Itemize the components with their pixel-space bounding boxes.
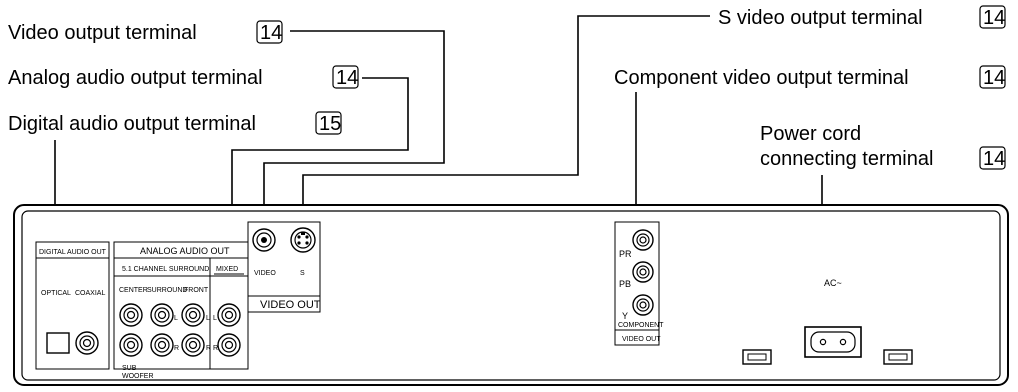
center-jack[interactable] bbox=[119, 303, 143, 327]
page-ref-analog-audio: 14 bbox=[336, 67, 358, 89]
mixed-l-jack[interactable] bbox=[217, 303, 241, 327]
label-r: R bbox=[206, 345, 211, 352]
component-section bbox=[614, 221, 660, 346]
leader-video bbox=[263, 30, 445, 230]
page-ref-s-video: 14 bbox=[983, 7, 1005, 29]
label-s: S bbox=[300, 270, 305, 277]
digital-audio-section bbox=[35, 241, 110, 370]
label-r: R bbox=[174, 345, 179, 352]
surround-r-jack[interactable] bbox=[150, 333, 174, 357]
label-video: VIDEO bbox=[254, 270, 276, 277]
page-ref-digital-audio: 15 bbox=[319, 113, 341, 135]
callout-analog-audio: Analog audio output terminal bbox=[8, 67, 263, 89]
pb-jack[interactable] bbox=[632, 261, 654, 283]
optical-port[interactable] bbox=[46, 332, 70, 354]
chassis-foot-left bbox=[742, 349, 772, 365]
label-sub: SUB bbox=[122, 365, 137, 372]
label-front: FRONT bbox=[184, 287, 209, 294]
ac-inlet[interactable] bbox=[804, 326, 862, 358]
callout-video-output: Video output terminal bbox=[8, 22, 197, 44]
chassis-inner bbox=[21, 210, 1001, 381]
leader-analog-audio bbox=[231, 77, 409, 285]
callout-digital-audio: Digital audio output terminal bbox=[8, 113, 256, 135]
page-ref-power: 14 bbox=[983, 148, 1005, 170]
label-digital-audio-out: DIGITAL AUDIO OUT bbox=[39, 249, 107, 256]
label-woofer: WOOFER bbox=[122, 373, 154, 380]
label-l: L bbox=[206, 315, 210, 322]
label-surround: SURROUND bbox=[147, 287, 187, 294]
label-component: COMPONENT bbox=[618, 322, 664, 329]
page-ref-box bbox=[315, 111, 342, 135]
label-r: R bbox=[213, 345, 218, 352]
s-video-jack[interactable] bbox=[290, 227, 316, 253]
callout-power-line2: connecting terminal bbox=[760, 148, 933, 170]
page-ref-box bbox=[979, 146, 1006, 170]
label-optical: OPTICAL bbox=[41, 290, 71, 297]
label-y: Y bbox=[622, 311, 628, 321]
page-ref-video-output: 14 bbox=[260, 22, 282, 44]
label-component-video-out: VIDEO OUT bbox=[622, 336, 661, 343]
label-analog-audio-out: ANALOG AUDIO OUT bbox=[140, 246, 230, 256]
label-l: L bbox=[213, 315, 217, 322]
leader-s-video bbox=[302, 15, 710, 228]
front-l-jack[interactable] bbox=[181, 303, 205, 327]
page-ref-box bbox=[979, 65, 1006, 89]
callout-component: Component video output terminal bbox=[614, 67, 909, 89]
front-r-jack[interactable] bbox=[181, 333, 205, 357]
y-jack[interactable] bbox=[632, 294, 654, 316]
callout-power-line1: Power cord bbox=[760, 123, 861, 145]
chassis-outer bbox=[13, 204, 1009, 386]
page-ref-box bbox=[979, 5, 1006, 29]
pr-jack[interactable] bbox=[632, 229, 654, 251]
page-ref-box bbox=[256, 20, 283, 44]
label-ac: AC~ bbox=[824, 278, 842, 288]
label-l: L bbox=[174, 315, 178, 322]
label-mixed: MIXED bbox=[216, 266, 238, 273]
chassis-foot-right bbox=[883, 349, 913, 365]
surround-l-jack[interactable] bbox=[150, 303, 174, 327]
label-coaxial: COAXIAL bbox=[75, 290, 105, 297]
subwoofer-jack[interactable] bbox=[119, 333, 143, 357]
page-ref-component: 14 bbox=[983, 67, 1005, 89]
label-center: CENTER bbox=[119, 287, 148, 294]
video-out-section bbox=[247, 221, 321, 313]
page-ref-box bbox=[332, 65, 359, 89]
label-51-surround: 5.1 CHANNEL SURROUND bbox=[122, 266, 209, 273]
label-video-out: VIDEO OUT bbox=[260, 299, 321, 311]
label-pb: PB bbox=[619, 279, 631, 289]
mixed-r-jack[interactable] bbox=[217, 333, 241, 357]
callout-s-video: S video output terminal bbox=[718, 7, 923, 29]
video-jack[interactable] bbox=[252, 228, 276, 252]
label-pr: PR bbox=[619, 249, 632, 259]
coaxial-jack[interactable] bbox=[75, 331, 99, 355]
